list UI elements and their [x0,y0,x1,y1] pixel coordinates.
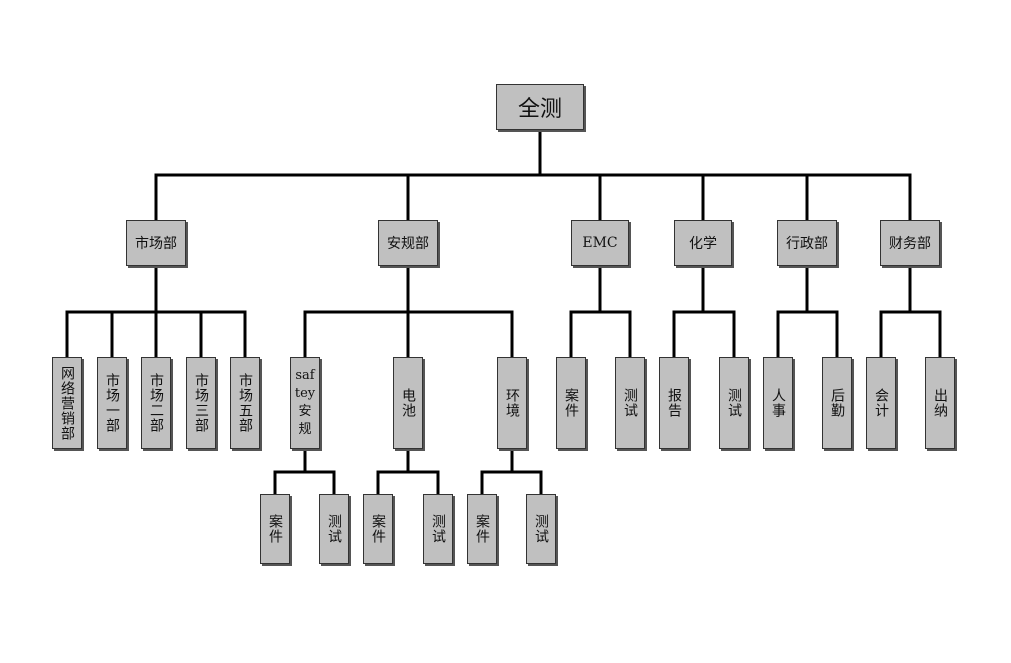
node-dept-emc: EMC [571,220,629,266]
node-chemistry-test: 测试 [719,357,749,449]
node-dept-market: 市场部 [126,220,186,266]
node-root: 全测 [496,84,584,130]
node-admin-hr: 人事 [763,357,793,449]
node-market-2: 市场二部 [141,357,171,449]
node-battery-case: 案件 [363,494,393,564]
node-finance-cashier: 出纳 [925,357,955,449]
node-admin-logistics: 后勤 [822,357,852,449]
node-safety-environment: 环境 [497,357,527,449]
node-safety-battery: 电池 [393,357,423,449]
node-market-5: 市场五部 [230,357,260,449]
node-emc-case: 案件 [556,357,586,449]
node-finance-accounting: 会计 [866,357,896,449]
node-emc-test: 测试 [615,357,645,449]
node-saftey-case: 案件 [260,494,290,564]
node-market-1: 市场一部 [97,357,127,449]
node-dept-chemistry: 化学 [674,220,732,266]
node-battery-test: 测试 [423,494,453,564]
node-environment-case: 案件 [467,494,497,564]
node-dept-finance: 财务部 [880,220,940,266]
node-market-3: 市场三部 [186,357,216,449]
node-saftey-test: 测试 [319,494,349,564]
node-dept-safety: 安规部 [378,220,438,266]
node-market-online: 网络营销部 [52,357,82,449]
node-safety-saftey: saf tey 安 规 [290,357,320,449]
node-dept-admin: 行政部 [777,220,837,266]
node-environment-test: 测试 [526,494,556,564]
node-chemistry-report: 报告 [659,357,689,449]
